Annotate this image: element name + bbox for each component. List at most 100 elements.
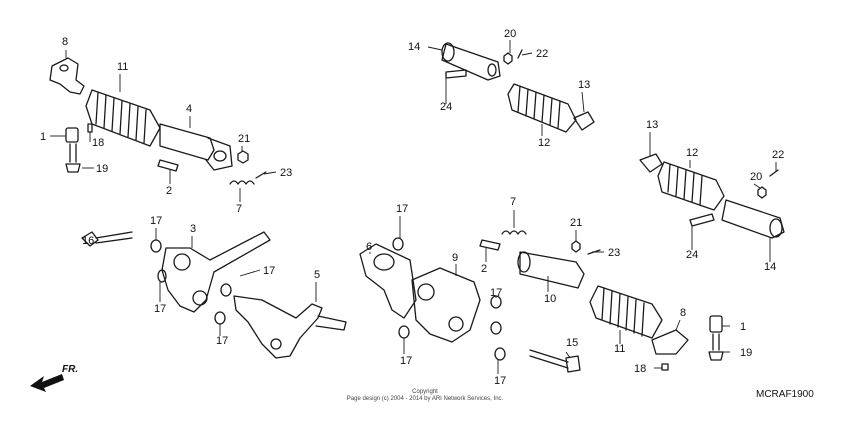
callout-label: 19 (740, 347, 752, 359)
pin (445, 69, 467, 79)
footpeg-bracket (651, 329, 689, 355)
callout-label: 17 (216, 335, 228, 347)
callout-label: 17 (263, 265, 275, 277)
washer (494, 347, 506, 361)
callout-label: 21 (570, 217, 582, 229)
callout-label: 11 (614, 343, 625, 355)
callout-label: 13 (578, 79, 590, 91)
callout-label: 12 (686, 147, 698, 159)
nut (237, 150, 249, 164)
callout-label: 13 (646, 119, 658, 131)
bolt (708, 333, 724, 361)
callout-label: 1 (40, 131, 46, 143)
callout-label: 11 (117, 61, 128, 73)
callout-label: 17 (150, 215, 162, 227)
callout-label: 20 (504, 28, 516, 40)
callout-label: 6 (366, 241, 372, 253)
pin (689, 213, 715, 227)
callout-label: 14 (764, 261, 776, 273)
callout-label: 17 (396, 203, 408, 215)
pin (157, 159, 179, 172)
screw (661, 363, 669, 371)
rubber-washer (573, 111, 595, 131)
leader-line (581, 91, 585, 113)
washer (157, 269, 167, 283)
leader-line (753, 183, 761, 189)
leader-line (521, 52, 533, 56)
rubber-washer (639, 153, 663, 173)
washer (398, 325, 410, 339)
callout-label: 20 (750, 171, 762, 183)
footpeg-rubber-center (589, 285, 663, 339)
callout-label: 2 (481, 263, 487, 275)
washer (490, 321, 502, 335)
callout-label: 4 (186, 103, 192, 115)
passenger-footpeg-shaft-right (721, 199, 785, 239)
footpeg-rubber-right (657, 161, 725, 211)
collar (65, 127, 79, 143)
cotter-pin (517, 49, 523, 59)
leader-line (239, 269, 261, 277)
callout-label: 23 (280, 167, 292, 179)
leader-line (263, 171, 277, 175)
callout-label: 22 (772, 149, 784, 161)
callout-label: 5 (314, 269, 320, 281)
front-direction-arrow: FR. (30, 364, 78, 392)
collar (709, 315, 723, 333)
leader-line (565, 351, 571, 359)
callout-label: 22 (536, 48, 548, 60)
callout-label: 8 (680, 307, 686, 319)
callout-label: 10 (544, 293, 556, 305)
leader-line (427, 46, 443, 51)
spring (501, 230, 527, 235)
callout-label: 2 (166, 185, 172, 197)
step-holder (161, 231, 271, 313)
step-bracket (359, 243, 417, 319)
footpeg-shaft (159, 123, 233, 171)
callout-label: 17 (490, 287, 502, 299)
callout-label: 15 (566, 337, 578, 349)
spring (229, 180, 255, 185)
callout-label: 23 (608, 247, 620, 259)
nut (757, 186, 767, 199)
brake-arm (233, 295, 323, 359)
callout-label: 8 (62, 36, 68, 48)
washer (214, 311, 226, 325)
callout-label: 1 (740, 321, 746, 333)
long-bolt (81, 231, 133, 247)
bolt (65, 143, 81, 173)
footpeg-rubber (85, 89, 161, 147)
footpeg-bracket (49, 57, 85, 95)
leader-line (675, 319, 681, 331)
callout-label: 14 (408, 41, 420, 53)
callout-label: 18 (92, 137, 104, 149)
callout-label: 12 (538, 137, 550, 149)
callout-label: 9 (452, 252, 458, 264)
callout-label: 17 (154, 303, 166, 315)
callout-label: 16 (82, 235, 94, 247)
callout-label: 7 (510, 196, 516, 208)
footpeg-shaft-center (517, 251, 585, 289)
step-holder-center (411, 267, 481, 343)
callout-label: 3 (190, 223, 196, 235)
callout-label: 17 (400, 355, 412, 367)
callout-label: 19 (96, 163, 108, 175)
washer (150, 239, 162, 253)
diagram-code: MCRAF1900 (756, 389, 814, 400)
washer (392, 237, 404, 251)
footpeg-rubber-upper (507, 83, 577, 133)
callout-label: 24 (686, 249, 698, 261)
callout-label: 21 (238, 133, 250, 145)
cotter-pin (769, 169, 779, 177)
callout-label: 7 (236, 203, 242, 215)
nut (503, 52, 513, 65)
pin (479, 239, 501, 251)
copyright-notice: Page design (c) 2004 - 2014 by ARI Netwo… (347, 396, 504, 402)
copyright-title: Copyright (412, 389, 438, 395)
passenger-footpeg-shaft-upper (441, 42, 501, 81)
front-label: FR. (62, 364, 78, 375)
long-bolt (529, 349, 581, 373)
